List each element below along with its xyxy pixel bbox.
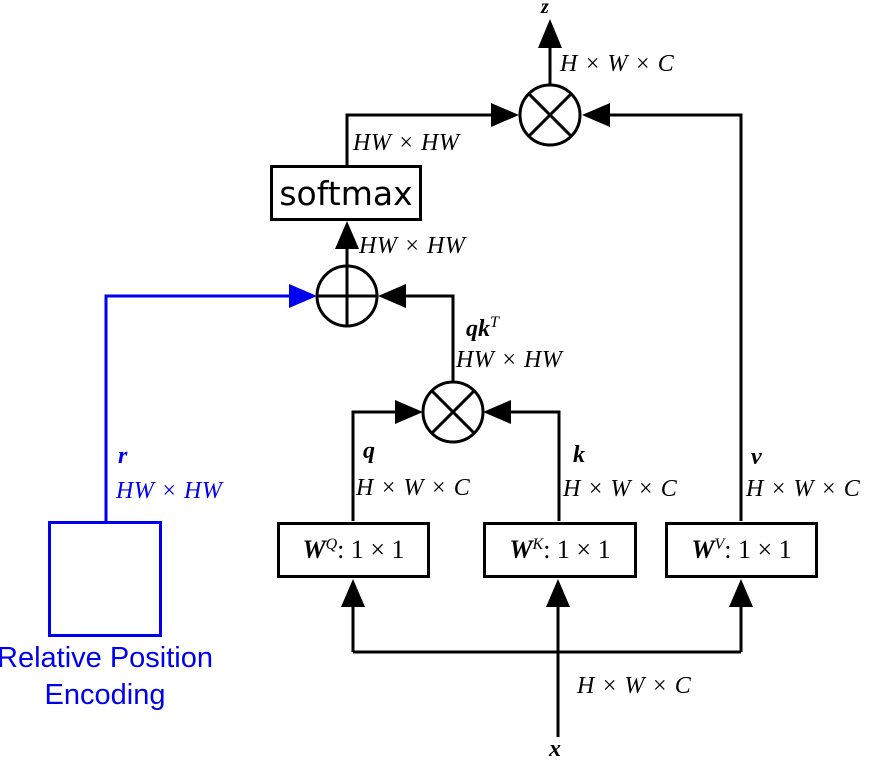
edge-k-to-matmul-qk [483, 400, 561, 521]
relative-position-encoding-box [48, 521, 162, 637]
wq-label: WQ: 1 × 1 [302, 535, 405, 564]
edge-input-x-bus [341, 579, 753, 737]
edge-output-z [538, 19, 562, 85]
softmax-out-dim-label: HW × HW [353, 130, 460, 156]
input-dim-label: H × W × C [577, 673, 692, 699]
output-dim-label: H × W × C [560, 51, 675, 77]
add-node-icon [315, 264, 379, 328]
rpe-caption-line2: Encoding [44, 679, 166, 711]
k-label: k [573, 442, 585, 468]
arrowhead-left-icon [378, 284, 406, 308]
wk-label: WK: 1 × 1 [509, 535, 611, 564]
qkt-dim-label: HW × HW [456, 347, 563, 373]
arrowhead-left-icon [582, 103, 610, 127]
matmul-output-node-icon [518, 83, 582, 147]
arrowhead-left-icon [483, 400, 511, 424]
v-dim-label: H × W × C [746, 476, 861, 502]
edge-q-to-matmul-qk [351, 400, 423, 521]
r-label: r [118, 443, 128, 469]
input-x-label: x [549, 736, 561, 762]
arrowhead-up-icon [341, 579, 365, 607]
wk-box: WK: 1 × 1 [483, 522, 637, 578]
qkt-label: qkT [466, 314, 499, 342]
matmul-qk-node-icon [421, 380, 485, 444]
edge-r-to-add [104, 284, 317, 521]
arrowhead-right-icon [395, 400, 423, 424]
relative-position-encoding-caption: Relative Position Encoding [0, 640, 220, 714]
q-dim-label: H × W × C [356, 475, 471, 501]
arrowhead-right-icon [491, 103, 519, 127]
wq-box: WQ: 1 × 1 [277, 522, 430, 578]
arrowhead-up-icon [538, 19, 562, 48]
softmax-label: softmax [279, 173, 413, 213]
wv-label: WV: 1 × 1 [691, 535, 792, 564]
arrowhead-up-icon [335, 221, 359, 249]
rpe-caption-line1: Relative Position [0, 642, 213, 674]
softmax-box: softmax [270, 165, 422, 221]
v-label: v [751, 444, 762, 470]
k-dim-label: H × W × C [563, 476, 678, 502]
edge-v-to-matmul-out [582, 103, 743, 521]
r-dim-label: HW × HW [116, 478, 223, 504]
q-label: q [363, 438, 375, 464]
edge-add-to-softmax [335, 221, 359, 266]
arrowhead-right-blue-icon [289, 284, 317, 308]
arrowhead-up-icon [546, 579, 570, 607]
output-z-label: z [541, 0, 549, 18]
edge-softmax-to-matmul-out [345, 103, 519, 166]
edge-qkt-to-add [378, 284, 455, 382]
wv-box: WV: 1 × 1 [665, 522, 818, 578]
softmax-in-dim-label: HW × HW [359, 233, 466, 259]
arrowhead-up-icon [729, 579, 753, 607]
